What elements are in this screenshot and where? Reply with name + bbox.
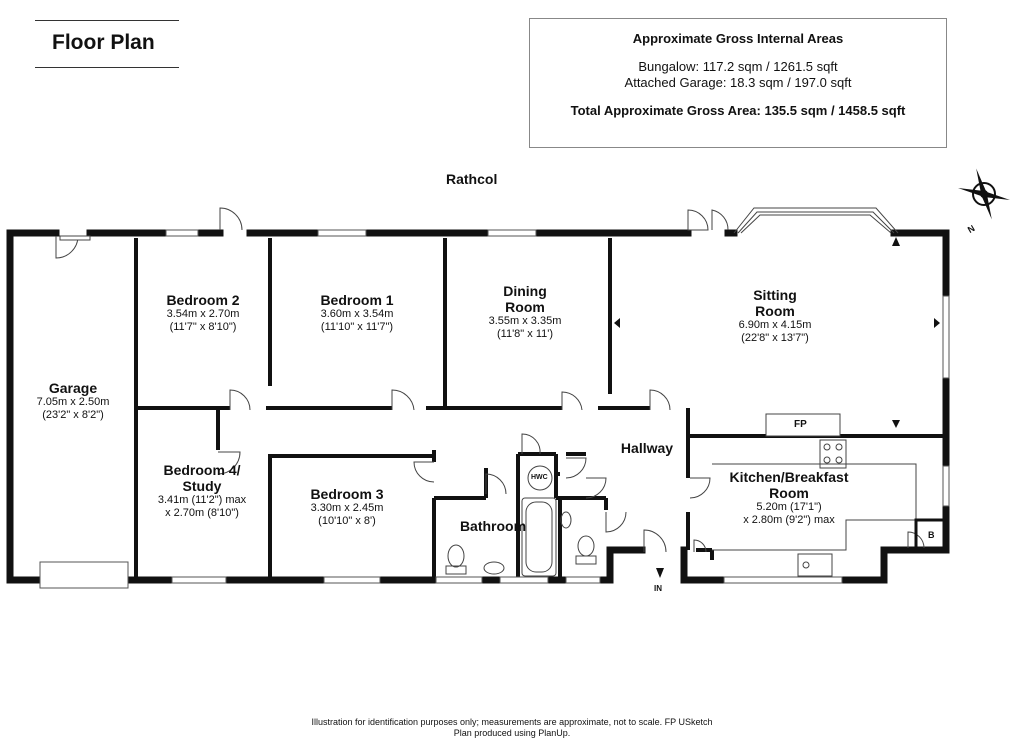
disclaimer-line-1: Illustration for identification purposes… bbox=[311, 717, 713, 727]
room-name-line2: Room bbox=[505, 299, 545, 315]
area-garage: Attached Garage: 18.3 sqm / 197.0 sqft bbox=[624, 75, 852, 90]
room-bedroom-3: Bedroom 3 3.30m x 2.45m (10'10" x 8') bbox=[284, 486, 410, 528]
room-name-line2: Room bbox=[755, 303, 795, 319]
room-bedroom-2: Bedroom 2 3.54m x 2.70m (11'7" x 8'10") bbox=[140, 292, 266, 334]
room-dimensions-imperial: (11'8" x 11') bbox=[497, 328, 553, 340]
bay-window bbox=[733, 207, 899, 234]
room-bathroom: Bathroom bbox=[448, 518, 538, 534]
area-total: Total Approximate Gross Area: 135.5 sqm … bbox=[570, 103, 906, 118]
room-name: Hallway bbox=[620, 440, 674, 456]
door-swings bbox=[55, 207, 925, 553]
street-name: Rathcol bbox=[446, 171, 498, 187]
room-bedroom-1: Bedroom 1 3.60m x 3.54m (11'10" x 11'7") bbox=[292, 292, 422, 334]
room-dimensions: 3.55m x 3.35m bbox=[488, 315, 562, 327]
room-name-line2: Room bbox=[769, 485, 809, 501]
room-dimensions-imperial: (23'2" x 8'2") bbox=[42, 409, 104, 421]
room-name: Garage bbox=[48, 380, 98, 396]
hot-water-cylinder-label: HWC bbox=[531, 474, 548, 481]
disclaimer-line-2: Plan produced using PlanUp. bbox=[453, 728, 571, 738]
exterior-walls bbox=[6, 229, 950, 584]
entrance-label: IN bbox=[654, 584, 662, 593]
room-name: Bathroom bbox=[459, 518, 527, 534]
room-dimensions-imperial: x 2.70m (8'10") bbox=[165, 507, 239, 519]
room-dining: Dining Room 3.55m x 3.35m (11'8" x 11') bbox=[460, 283, 590, 341]
area-heading: Approximate Gross Internal Areas bbox=[632, 31, 844, 46]
interior-walls bbox=[134, 238, 946, 580]
room-dimensions: 3.30m x 2.45m bbox=[310, 502, 384, 514]
room-dimensions-imperial: (22'8" x 13'7") bbox=[741, 332, 809, 344]
room-dimensions-imperial: x 2.80m (9'2") max bbox=[743, 514, 835, 526]
disclaimer: Illustration for identification purposes… bbox=[0, 717, 1024, 739]
room-name-line1: Bedroom 4/ bbox=[163, 462, 241, 478]
room-name-line1: Dining bbox=[503, 283, 547, 299]
fireplace-label: FP bbox=[794, 419, 807, 430]
room-hallway: Hallway bbox=[612, 440, 682, 456]
bathroom-fixtures bbox=[445, 465, 597, 577]
room-bedroom-4-study: Bedroom 4/ Study 3.41m (11'2") max x 2.7… bbox=[140, 462, 264, 520]
area-bungalow: Bungalow: 117.2 sqm / 1261.5 sqft bbox=[638, 59, 838, 74]
room-garage: Garage 7.05m x 2.50m (23'2" x 8'2") bbox=[18, 380, 128, 422]
windows bbox=[39, 229, 950, 589]
room-dimensions-imperial: (11'10" x 11'7") bbox=[320, 321, 394, 333]
area-summary-box: Approximate Gross Internal Areas Bungalo… bbox=[529, 18, 947, 148]
radiator-markers bbox=[614, 237, 940, 578]
room-dimensions-imperial: (10'10" x 8') bbox=[318, 515, 376, 527]
room-dimensions: 3.54m x 2.70m bbox=[166, 308, 240, 320]
title-box: Floor Plan bbox=[35, 20, 179, 68]
room-dimensions: 3.41m (11'2") max bbox=[157, 494, 247, 506]
page-title: Floor Plan bbox=[52, 31, 155, 54]
room-name: Bedroom 3 bbox=[310, 486, 384, 502]
room-dimensions: 5.20m (17'1") bbox=[756, 501, 822, 513]
room-dimensions: 7.05m x 2.50m bbox=[36, 396, 110, 408]
room-name-line1: Kitchen/Breakfast bbox=[729, 469, 849, 485]
room-name-line2: Study bbox=[182, 478, 222, 494]
room-kitchen-breakfast: Kitchen/Breakfast Room 5.20m (17'1") x 2… bbox=[714, 469, 864, 527]
boiler-label: B bbox=[928, 530, 935, 540]
room-dimensions-imperial: (11'7" x 8'10") bbox=[169, 321, 237, 333]
room-dimensions: 3.60m x 3.54m bbox=[320, 308, 394, 320]
kitchen-fixtures bbox=[712, 413, 948, 577]
room-sitting: Sitting Room 6.90m x 4.15m (22'8" x 13'7… bbox=[710, 287, 840, 345]
room-name: Bedroom 2 bbox=[166, 292, 240, 308]
room-dimensions: 6.90m x 4.15m bbox=[738, 319, 812, 331]
compass-icon bbox=[958, 168, 1010, 220]
room-name: Bedroom 1 bbox=[320, 292, 394, 308]
room-name-line1: Sitting bbox=[753, 287, 797, 303]
